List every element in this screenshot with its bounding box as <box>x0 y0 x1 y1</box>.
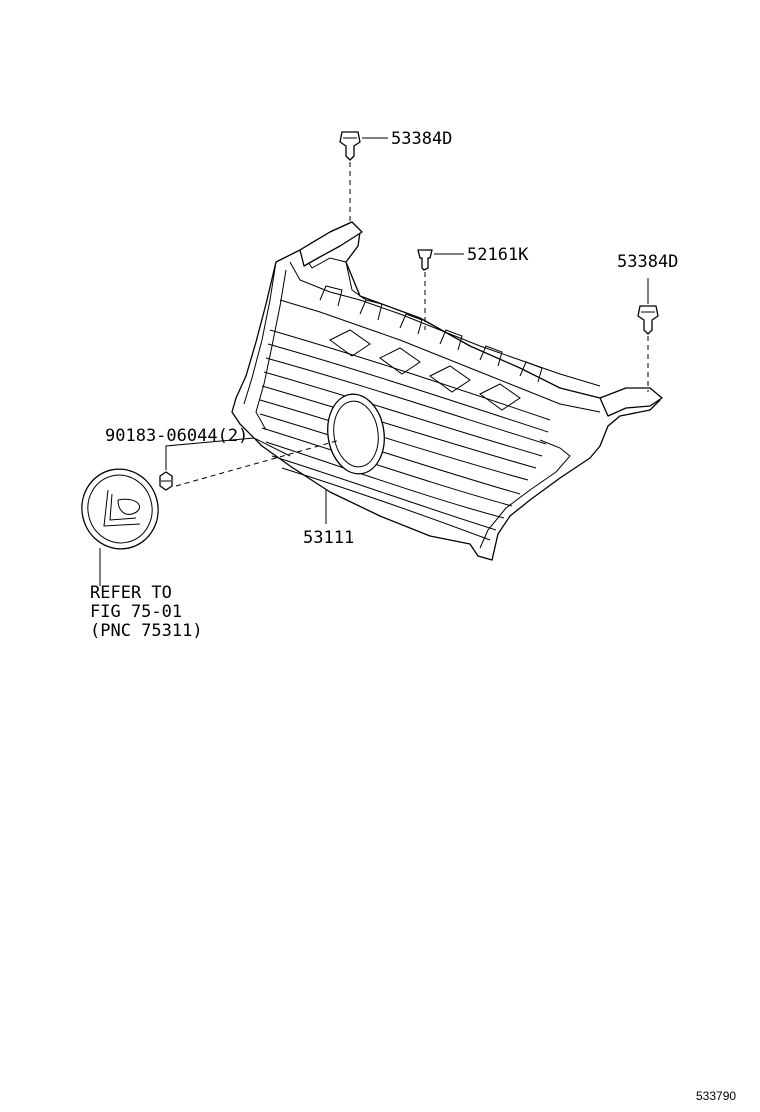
emblem-ref-line3: (PNC 75311) <box>90 621 203 641</box>
clip-right-fastener[interactable] <box>637 305 659 335</box>
clip-right-callout: 53384D <box>617 252 678 272</box>
illustration-id: 533790 <box>696 1089 736 1103</box>
radiator-grille[interactable] <box>231 221 663 561</box>
clip-top-callout: 53384D <box>391 129 452 149</box>
clip-mid-callout: 52161K <box>467 245 529 265</box>
nut-leader <box>165 437 291 470</box>
emblem-ref-line1: REFER TO <box>90 583 172 603</box>
grille-callout: 53111 <box>303 528 354 548</box>
emblem-logo-mark <box>103 489 141 527</box>
clip-mid-fastener[interactable] <box>417 249 433 271</box>
emblem-ref-line2: FIG 75-01 <box>90 602 182 622</box>
nut-fastener[interactable] <box>159 471 173 491</box>
emblem-part[interactable] <box>73 461 166 557</box>
clip-top-fastener[interactable] <box>339 131 361 161</box>
nut-callout: 90183-06044(2) <box>105 426 248 446</box>
emblem-mount-dash <box>175 439 341 487</box>
